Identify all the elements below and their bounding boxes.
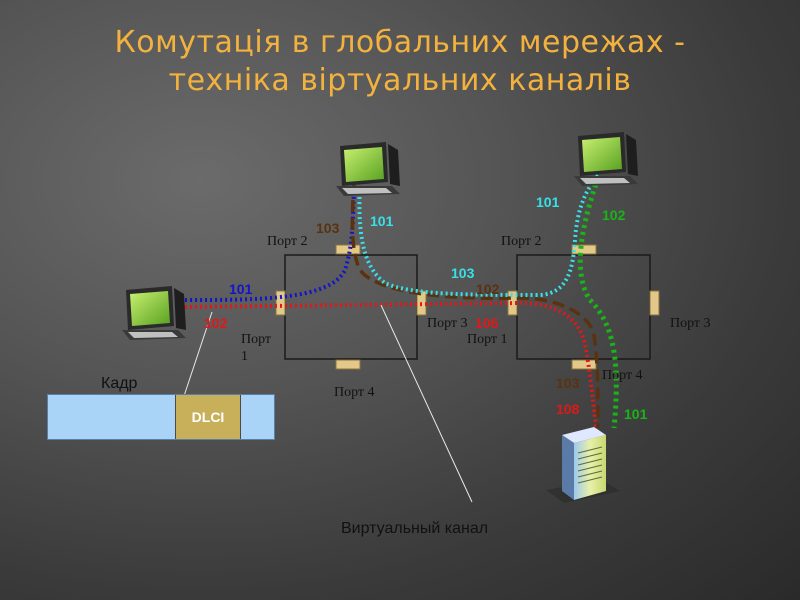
switch-1-port-2-label: Порт 2 [267, 234, 308, 249]
channel-number-cyan: 103 [451, 265, 475, 281]
switch-1-port-2 [335, 244, 361, 255]
channel-number-brown: 103 [556, 375, 580, 391]
channel-number-cyan: 101 [370, 213, 394, 229]
server-icon [546, 427, 620, 503]
switch-2-port-3-label: Порт 3 [670, 316, 711, 331]
frame-label: Кадр [101, 375, 138, 392]
title-line-2: техніка віртуальних каналів [168, 63, 632, 98]
virtual-channel-label: Виртуальный канал [341, 520, 489, 537]
switch-2-port-4 [571, 359, 597, 370]
channel-number-green: 101 [624, 406, 648, 422]
dlci-field: DLCI [175, 395, 241, 439]
path-blue-101 [184, 177, 357, 302]
switch-2-port-1-label: Порт 1 [467, 332, 508, 347]
switch-1-port-3-label: Порт 3 [427, 316, 468, 331]
switch-2-port-2-label: Порт 2 [501, 234, 542, 249]
channel-number-cyan: 101 [536, 194, 560, 210]
slide-title: Комутація в глобальних мережах - техніка… [0, 24, 800, 100]
channel-number-red: 108 [556, 401, 580, 417]
path-cyan-101 [357, 171, 602, 298]
computer-icon [336, 142, 400, 196]
switch-1-port-1-number: 1 [241, 349, 248, 364]
channel-number-red: 106 [475, 315, 499, 331]
title-line-1: Комутація в глобальних мережах - [114, 25, 686, 60]
path-brown-103 [350, 181, 600, 429]
frame-box: DLCI [47, 394, 275, 440]
switch-1-port-4-label: Порт 4 [334, 385, 375, 400]
switch-2-box [516, 254, 651, 360]
switch-2-port-2 [571, 244, 597, 255]
computer-icon [574, 132, 638, 186]
switch-2 [507, 244, 660, 370]
channel-number-brown: 103 [316, 220, 340, 236]
computer-icon [122, 286, 186, 340]
virtual-channel-pointer [380, 304, 473, 503]
switch-1-port-1 [275, 290, 286, 316]
switch-2-port-1 [507, 290, 518, 316]
switch-2-port-4-label: Порт 4 [602, 368, 643, 383]
switch-2-port-3 [649, 290, 660, 316]
dlci-pointer [179, 311, 213, 409]
channel-number-blue: 101 [229, 281, 253, 297]
path-red-102 [184, 300, 598, 429]
channel-number-green: 102 [602, 207, 626, 223]
channel-number-brown: 102 [476, 281, 500, 297]
switch-1-port-4 [335, 359, 361, 370]
switch-1-port-1-label: Порт [241, 332, 272, 347]
channel-number-red: 102 [204, 315, 228, 331]
